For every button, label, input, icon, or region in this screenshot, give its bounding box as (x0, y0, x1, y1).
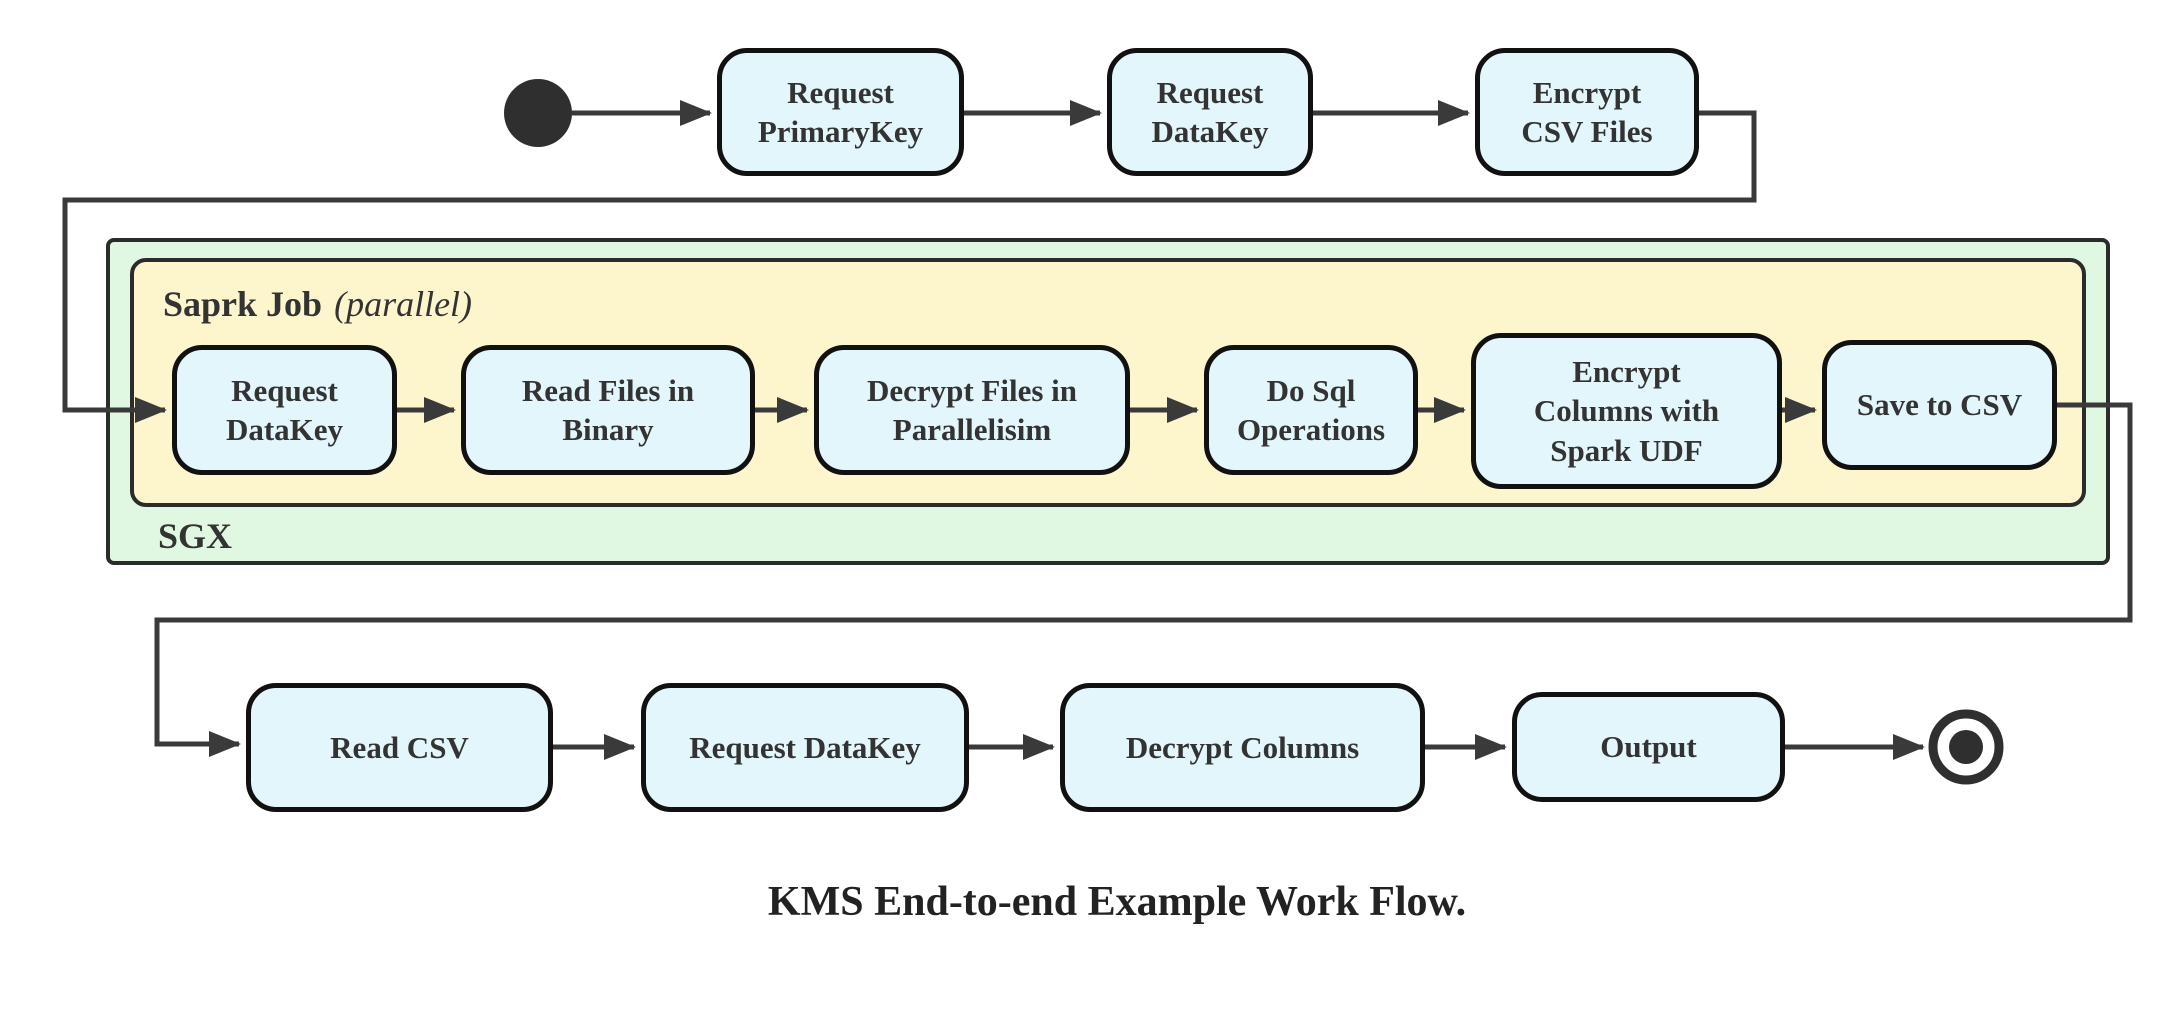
node-request-datakey-top: Request DataKey (1107, 48, 1313, 176)
end-state-inner-dot (1949, 730, 1983, 764)
node-sgx-request-datakey: Request DataKey (172, 345, 397, 475)
sgx-label: SGX (158, 516, 233, 556)
node-request-datakey-bottom: Request DataKey (641, 683, 969, 812)
spark-job-parallel-annotation: (parallel) (334, 284, 473, 324)
node-read-csv: Read CSV (246, 683, 553, 812)
node-do-sql-operations: Do Sql Operations (1204, 345, 1418, 475)
node-request-primarykey: Request PrimaryKey (717, 48, 964, 176)
node-encrypt-csv-files: Encrypt CSV Files (1475, 48, 1699, 176)
node-decrypt-files-in-parallelisim: Decrypt Files in Parallelisim (814, 345, 1130, 475)
spark-job-label: Saprk Job (parallel) (163, 283, 472, 325)
node-encrypt-columns-with-spark-udf: Encrypt Columns with Spark UDF (1471, 333, 1782, 489)
node-output: Output (1512, 692, 1785, 802)
node-save-to-csv: Save to CSV (1822, 340, 2057, 470)
edge-encrypt-csv-to-sgx-request-datakey (62, 110, 1757, 423)
start-state-icon (504, 79, 572, 147)
diagram-caption: KMS End-to-end Example Work Flow. (767, 879, 1467, 925)
node-read-files-in-binary: Read Files in Binary (461, 345, 755, 475)
node-decrypt-columns: Decrypt Columns (1060, 683, 1425, 812)
spark-job-title: Saprk Job (163, 284, 323, 324)
edge-save-csv-to-read-csv (154, 402, 2133, 757)
